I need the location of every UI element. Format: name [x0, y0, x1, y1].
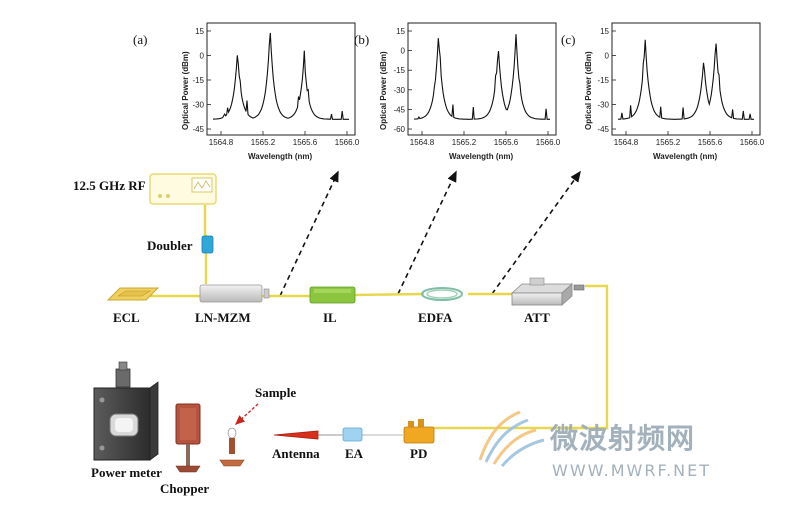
ecl-laser: ECL [106, 287, 160, 325]
spectrum-trace [414, 34, 550, 120]
waveform-icon [193, 180, 211, 190]
sample-pointer-arrow [234, 403, 259, 425]
pd-label: PD [410, 446, 427, 461]
y-tick-label: 0 [401, 47, 406, 56]
x-tick-labels: 1564.8 1565.2 1565.6 1566.0 [410, 131, 561, 147]
x-tick-label: 1565.6 [698, 138, 723, 147]
power-meter-label: Power meter [91, 465, 162, 480]
fiber-path [150, 205, 609, 430]
electrical-amplifier: EA [318, 427, 404, 461]
interleaver: IL [309, 286, 356, 325]
tap-arrow-b [397, 170, 457, 295]
y-tick-label: -45 [393, 105, 405, 114]
x-tick-label: 1566.0 [335, 138, 360, 147]
attenuator: ATT [510, 277, 585, 325]
x-tick-label: 1565.2 [251, 138, 276, 147]
x-tick-label: 1564.8 [209, 138, 234, 147]
panel-label: (a) [133, 32, 147, 47]
spectrum-trace [212, 32, 349, 120]
y-tick-label: -30 [393, 86, 405, 95]
panel-label: (b) [354, 32, 369, 47]
y-tick-label: 15 [600, 27, 609, 36]
tap-arrow-c [491, 170, 581, 295]
x-tick-labels: 1564.8 1565.2 1565.6 1566.0 [209, 131, 360, 147]
y-axis-label: Optical Power (dBm) [584, 51, 593, 130]
chopper-label: Chopper [160, 481, 209, 496]
antenna-label: Antenna [272, 446, 320, 461]
plot-frame [407, 22, 557, 136]
x-tick-label: 1564.8 [614, 138, 639, 147]
y-tick-label: 15 [195, 27, 204, 36]
doubler: Doubler [147, 235, 214, 254]
watermark: 微波射频网 WWW.MWRF.NET [478, 410, 711, 480]
panel-label: (c) [561, 32, 575, 47]
y-tick-labels: 15 0 -15 -30 -45 -60 [393, 27, 412, 134]
spectrum-plot-c: (c) 15 0 -15 -30 -45 1564.8 1565.2 1565.6 1566.… [561, 22, 765, 161]
y-tick-labels: 15 0 -15 -30 -45 [597, 27, 616, 134]
y-tick-label: 15 [396, 27, 405, 36]
y-axis-label: Optical Power (dBm) [379, 51, 388, 130]
y-tick-label: -15 [393, 66, 405, 75]
att-label: ATT [524, 310, 550, 325]
y-tick-label: -30 [192, 101, 204, 110]
watermark-cn-text: 微波射频网 [549, 422, 695, 455]
rf-source-label: 12.5 GHz RF [73, 178, 146, 193]
x-tick-label: 1564.8 [410, 138, 435, 147]
x-tick-label: 1566.0 [740, 138, 765, 147]
x-tick-label: 1565.6 [494, 138, 519, 147]
photodetector: PD [403, 419, 435, 461]
power-meter: Power meter [91, 361, 162, 480]
y-tick-label: -15 [597, 76, 609, 85]
il-label: IL [323, 310, 337, 325]
y-tick-label: 0 [200, 52, 205, 61]
x-tick-label: 1565.2 [656, 138, 681, 147]
x-tick-label: 1566.0 [536, 138, 561, 147]
x-axis-label: Wavelength (nm) [653, 152, 717, 161]
mzm-modulator: LN-MZM [195, 284, 270, 325]
edfa-label: EDFA [418, 310, 453, 325]
watermark-en-text: WWW.MWRF.NET [552, 461, 711, 480]
y-axis-label: Optical Power (dBm) [181, 51, 190, 130]
antenna: Antenna [272, 430, 320, 461]
edfa-amplifier: EDFA [418, 287, 463, 325]
y-tick-label: -15 [192, 76, 204, 85]
y-tick-label: 0 [605, 52, 610, 61]
plot-frame [611, 22, 761, 136]
sample-holder: Sample [219, 385, 296, 467]
x-tick-label: 1565.6 [293, 138, 318, 147]
ea-label: EA [345, 446, 364, 461]
y-tick-label: -30 [597, 101, 609, 110]
spectrum-plot-a: (a) 15 0 -15 -30 -45 1564.8 1565.2 1565.6 1566.… [133, 22, 360, 161]
chopper: Chopper [160, 403, 209, 496]
watermark-logo-icon [478, 410, 545, 467]
y-tick-label: -60 [393, 125, 405, 134]
y-tick-label: -45 [192, 125, 204, 134]
mzm-label: LN-MZM [195, 310, 251, 325]
tap-arrow-a [279, 170, 339, 297]
x-tick-label: 1565.2 [452, 138, 477, 147]
rf-source: 12.5 GHz RF [73, 173, 217, 205]
x-tick-labels: 1564.8 1565.2 1565.6 1566.0 [614, 131, 765, 147]
spectrum-trace [618, 39, 754, 120]
x-axis-label: Wavelength (nm) [449, 152, 513, 161]
plot-frame [206, 22, 356, 136]
ecl-label: ECL [113, 310, 140, 325]
y-tick-labels: 15 0 -15 -30 -45 [192, 27, 211, 134]
y-tick-label: -45 [597, 125, 609, 134]
doubler-label: Doubler [147, 238, 193, 253]
x-axis-label: Wavelength (nm) [248, 152, 312, 161]
sample-label: Sample [255, 385, 296, 400]
